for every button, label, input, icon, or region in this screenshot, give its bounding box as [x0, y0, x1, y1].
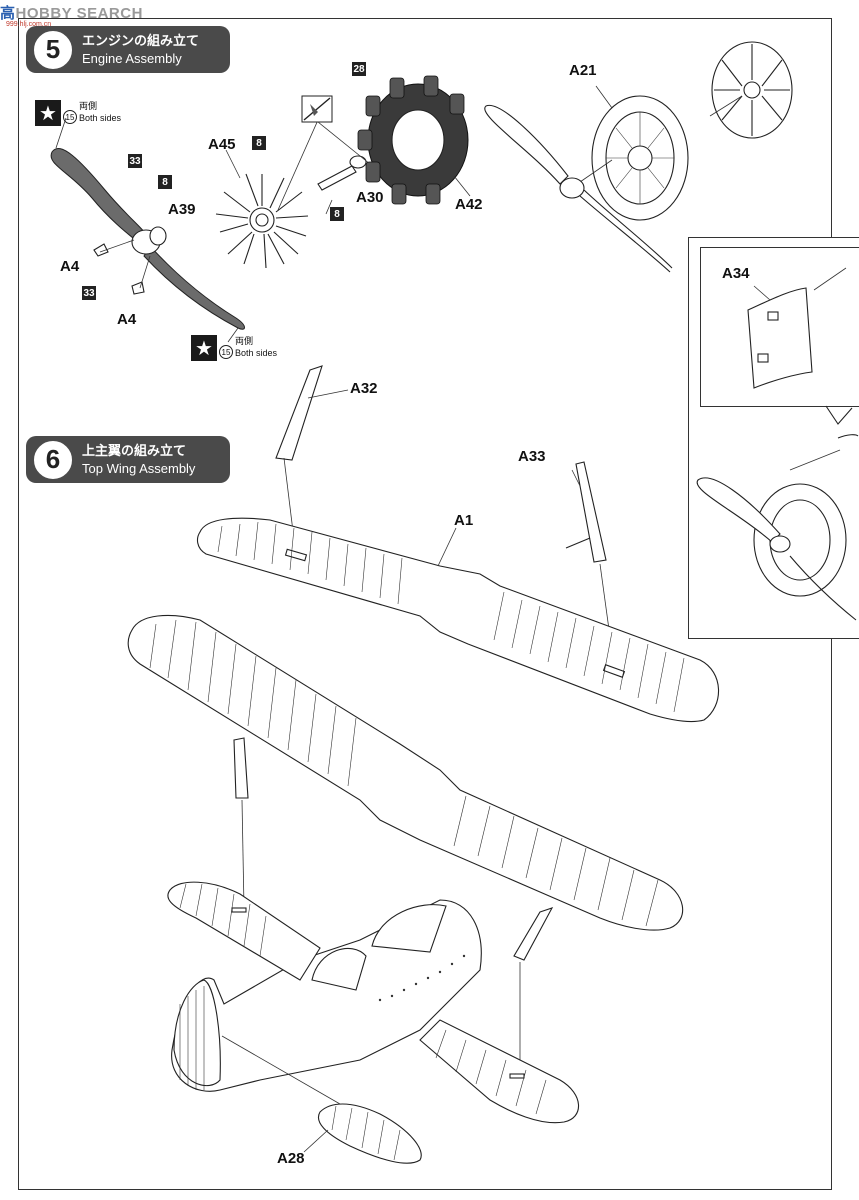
step-5-header: 5 エンジンの組み立て Engine Assembly: [26, 26, 230, 73]
part-label-a21: A21: [569, 62, 597, 79]
step-6-number: 6: [32, 438, 74, 481]
watermark-cn: 高: [0, 5, 16, 22]
color-badge-33-prop: 33: [128, 154, 142, 168]
lower-wing: [127, 614, 684, 931]
top-wing-a1: [196, 517, 720, 723]
decal-note-1: ★ 15 両側 Both sides: [35, 100, 121, 126]
part-label-a39: A39: [168, 201, 196, 218]
color-badge-8-a30: 8: [330, 207, 344, 221]
lower-wing-right: [419, 1019, 580, 1124]
part-label-a42: A42: [455, 196, 483, 213]
engine-a42: [357, 75, 469, 205]
lower-strut-right: [513, 907, 554, 961]
decal-number: 15: [63, 110, 77, 124]
cylinder-a45: [215, 173, 309, 269]
part-label-a45: A45: [208, 136, 236, 153]
inset-part-a34: [747, 287, 813, 389]
no-glue-icon: [301, 95, 333, 123]
decal-en: Both sides: [79, 113, 122, 123]
step-5-number: 5: [32, 28, 74, 71]
cowling-a21: [591, 95, 689, 221]
part-label-a4-2: A4: [117, 311, 137, 328]
part-label-a30: A30: [356, 189, 384, 206]
star-icon: ★: [35, 100, 61, 126]
strut-a33: [575, 461, 607, 563]
color-badge-28: 28: [352, 62, 366, 76]
color-badge-8-a45: 8: [252, 136, 266, 150]
part-label-a4-1: A4: [60, 258, 80, 275]
lower-strut-left: [233, 737, 249, 799]
h-stab-left: [167, 881, 321, 981]
step-5-title-en: Engine Assembly: [82, 50, 182, 66]
part-label-a28: A28: [277, 1150, 305, 1167]
propeller-left: [50, 147, 245, 330]
part-label-a32: A32: [350, 380, 378, 397]
step-6-title-jp: 上主翼の組み立て: [82, 443, 187, 459]
part-label-a33: A33: [518, 448, 546, 465]
color-badge-8-hub: 8: [158, 175, 172, 189]
decal-number: 15: [219, 345, 233, 359]
engine-right: [711, 41, 793, 139]
fuselage: [171, 899, 482, 1092]
step-6-header: 6 上主翼の組み立て Top Wing Assembly: [26, 436, 230, 483]
inset-cowling: [696, 477, 857, 621]
decal-en: Both sides: [235, 348, 278, 358]
step-6-title-en: Top Wing Assembly: [82, 460, 196, 476]
step-5-title-jp: エンジンの組み立て: [82, 33, 200, 49]
color-badge-33-a4: 33: [82, 286, 96, 300]
watermark: 高HOBBY SEARCH: [0, 2, 143, 23]
part-label-a34: A34: [722, 265, 750, 282]
shaft-a30: [317, 155, 367, 191]
strut-a32: [275, 365, 323, 461]
propeller-right: [484, 104, 673, 273]
decal-note-2: ★ 15 両側 Both sides: [191, 335, 277, 361]
watermark-url: 999.hlj.com.cn: [6, 21, 52, 28]
watermark-text: HOBBY SEARCH: [15, 5, 143, 22]
decal-jp: 両側: [79, 102, 98, 112]
decal-jp: 両側: [235, 337, 254, 347]
part-a28: [318, 1103, 422, 1164]
star-icon: ★: [191, 335, 217, 361]
part-label-a1: A1: [454, 512, 474, 529]
